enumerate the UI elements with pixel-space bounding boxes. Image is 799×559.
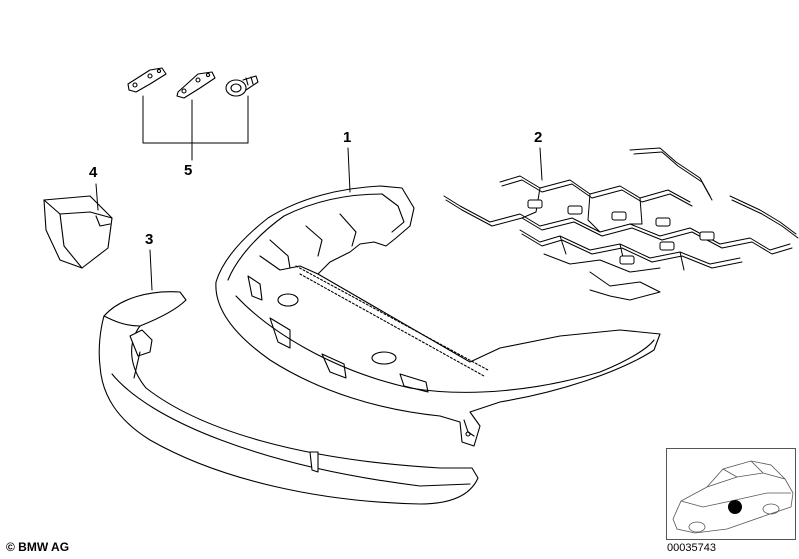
callout-3: 3 [145,231,154,248]
trim-panel-icon [98,291,479,505]
bracket-icon [127,67,167,93]
callout-1: 1 [343,129,352,146]
copyright-label: © BMW AG [6,540,70,554]
car-locator-icon [672,460,794,534]
car-locator-thumbnail [666,448,796,540]
spring-mat-icon [443,147,799,301]
screw-icon [225,75,259,97]
callout-5: 5 [184,162,193,179]
callout-4: 4 [89,164,98,181]
cover-cap-icon [43,195,113,269]
bracket-icon [176,71,216,99]
callout-2: 2 [534,129,543,146]
seat-shell-icon [215,185,661,447]
location-marker [728,500,742,514]
diagram-number: 00035743 [667,542,716,554]
